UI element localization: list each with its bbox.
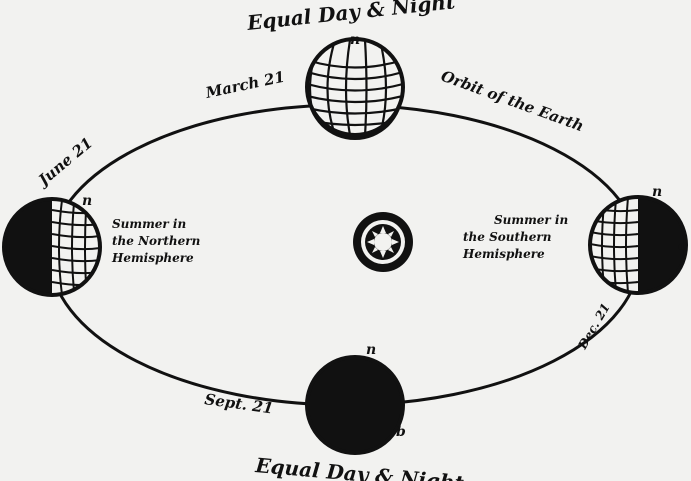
summer-south-line3: Hemisphere xyxy=(462,247,545,261)
pole-label-bottom: n xyxy=(366,342,376,358)
earth-september xyxy=(307,357,403,453)
earth-march xyxy=(307,39,404,140)
letter-c: c xyxy=(678,238,687,254)
pole-label-right: n xyxy=(652,184,662,200)
date-label-sept: Sept. 21 xyxy=(203,390,274,417)
summer-south-line2: the Southern xyxy=(463,230,551,244)
date-label-dec: Dec. 21 xyxy=(575,301,613,353)
bottom-title: Equal Day & Night xyxy=(254,453,466,481)
earth-june xyxy=(4,199,100,295)
summer-north-line2: the Northern xyxy=(112,234,200,248)
letter-a: a xyxy=(2,240,11,256)
pole-label-left: n xyxy=(82,193,92,209)
orbit-label: Orbit of the Earth xyxy=(439,67,587,135)
summer-south-line1: Summer in xyxy=(494,213,568,227)
date-label-march: March 21 xyxy=(203,68,286,103)
top-title: Equal Day & Night xyxy=(245,0,457,35)
summer-north-line3: Hemisphere xyxy=(111,251,194,265)
pole-label-top: n xyxy=(350,32,360,48)
sun-icon xyxy=(353,212,413,272)
letter-b: b xyxy=(396,424,406,440)
summer-north-line1: Summer in xyxy=(112,217,186,231)
earth-december xyxy=(590,197,686,293)
